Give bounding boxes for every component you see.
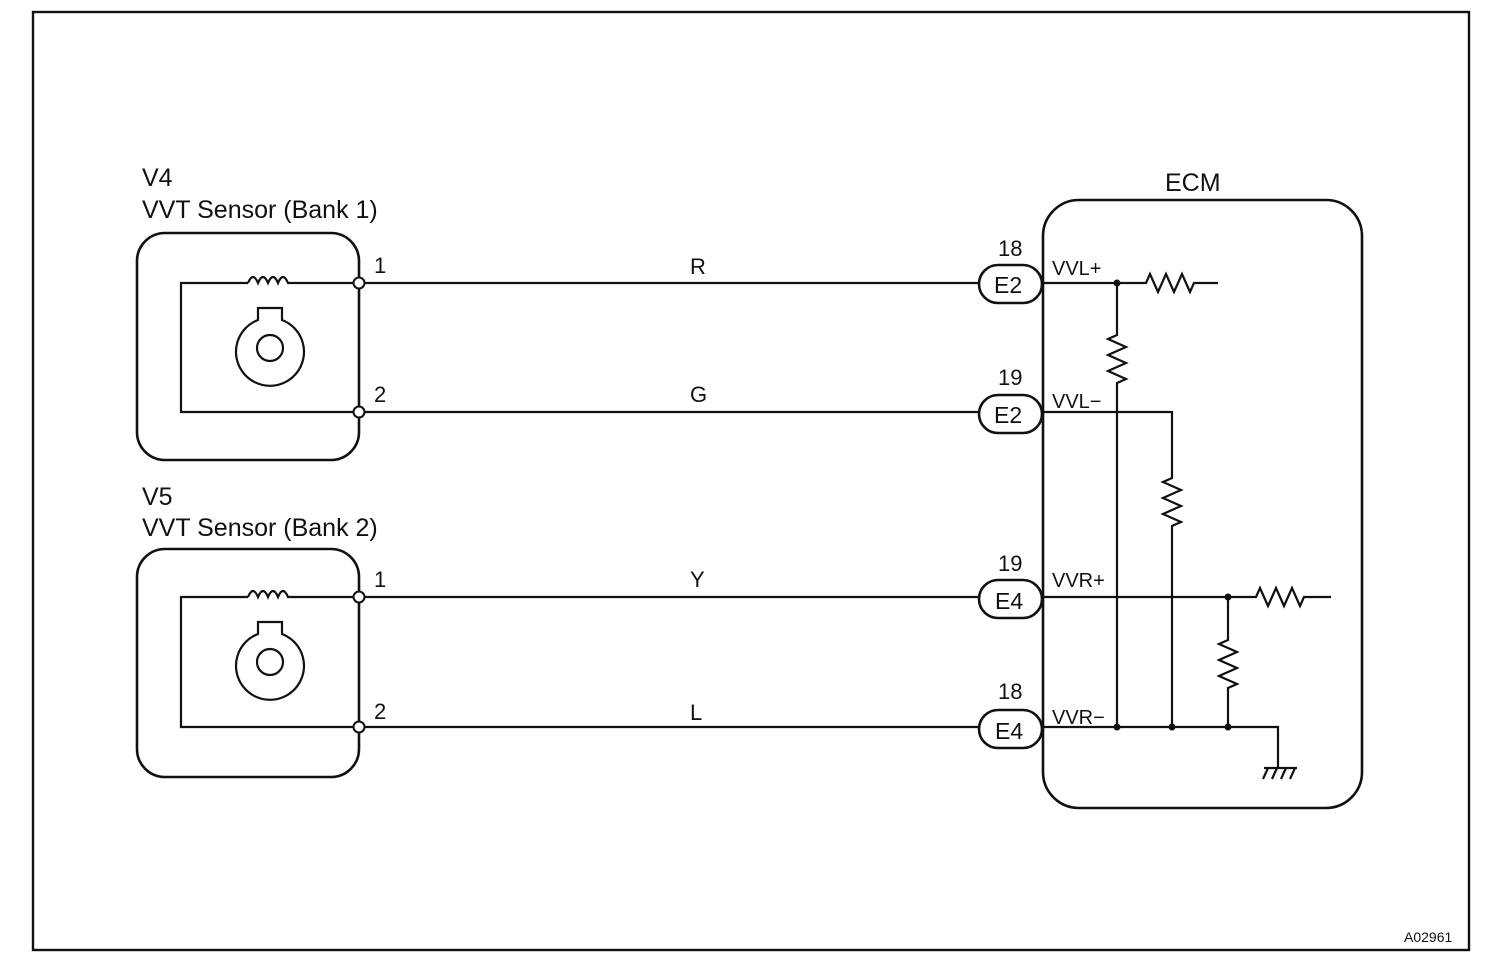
connector-pin-number: 18	[998, 236, 1022, 261]
signal-vvl-plus: VVL+	[1052, 258, 1101, 280]
sensor-v4-body	[135, 231, 366, 462]
coil-icon	[246, 589, 292, 600]
connector-e4-18: E4	[977, 708, 1044, 750]
pin-terminal-icon	[352, 405, 366, 419]
rotor-icon	[234, 620, 306, 701]
connector-e4-19: E4	[977, 578, 1044, 620]
connector-pin-number: 19	[998, 365, 1022, 390]
connector-code: E4	[995, 588, 1023, 614]
pin-terminal-icon	[352, 276, 366, 290]
connector-pin-number: 19	[998, 551, 1022, 576]
ecm-label: ECM	[1165, 169, 1221, 197]
connector-code: E2	[994, 402, 1022, 428]
wire-color-l: L	[690, 700, 702, 725]
signal-vvr-plus: VVR+	[1052, 570, 1105, 592]
connector-pin-number: 18	[998, 679, 1022, 704]
ground-icon	[1261, 766, 1297, 780]
pin-terminal-icon	[352, 720, 366, 734]
sensor-v4-name: VVT Sensor (Bank 1)	[142, 196, 378, 224]
sensor-v4-pin-2: 2	[374, 382, 386, 407]
sensor-v5-pin-2: 2	[374, 699, 386, 724]
sensor-v4-code: V4	[142, 164, 173, 192]
pin-terminal-icon	[352, 590, 366, 604]
figure-id: A02961	[1404, 929, 1452, 945]
ecm-body	[1041, 198, 1364, 810]
figure-frame	[31, 10, 1471, 952]
rotor-icon	[234, 306, 306, 387]
sensor-v5-code: V5	[142, 483, 173, 511]
sensor-v5-body	[135, 547, 366, 779]
ecm-internal-circuit	[1042, 271, 1331, 768]
wire-color-g: G	[690, 382, 707, 407]
coil-icon	[246, 275, 292, 286]
connector-code: E2	[994, 272, 1022, 298]
sensor-v4-pin-1: 1	[374, 253, 386, 278]
wire-color-y: Y	[690, 567, 705, 592]
signal-vvl-minus: VVL−	[1052, 391, 1101, 413]
signal-vvr-minus: VVR−	[1052, 707, 1105, 729]
sensor-v5-name: VVT Sensor (Bank 2)	[142, 514, 378, 542]
connector-e2-18: E2	[977, 263, 1044, 305]
connector-e2-19: E2	[977, 393, 1044, 435]
wire-color-r: R	[690, 254, 706, 279]
connector-code: E4	[995, 718, 1023, 744]
sensor-v5-pin-1: 1	[374, 567, 386, 592]
